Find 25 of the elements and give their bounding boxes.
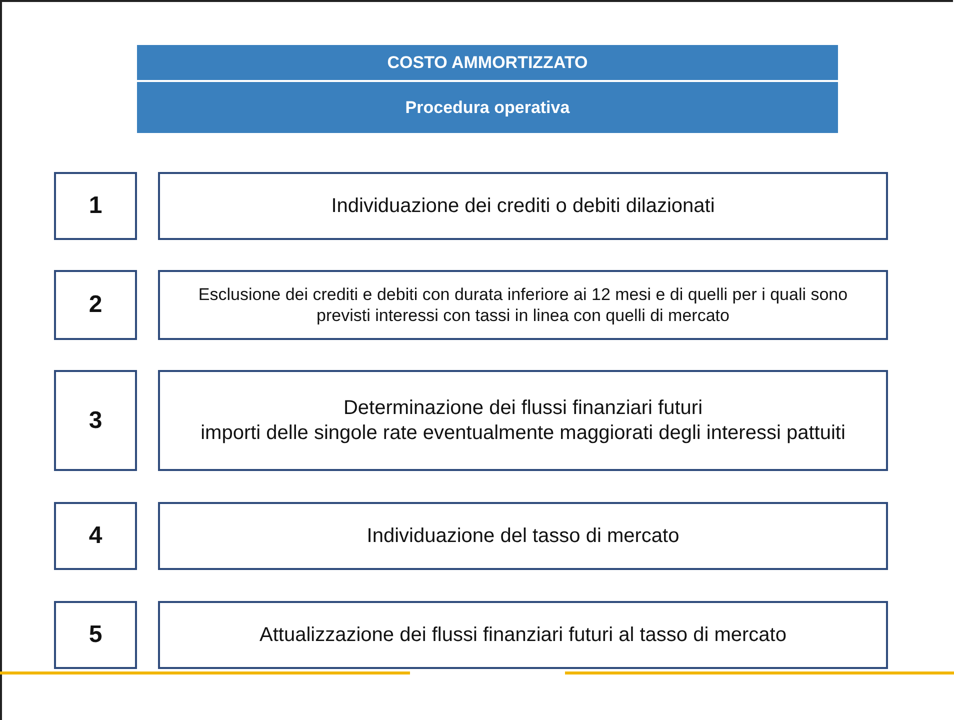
subtitle-band	[137, 82, 838, 133]
step-text: Determinazione dei flussi finanziari futuri	[343, 396, 703, 420]
step-box	[158, 502, 888, 570]
title-text: COSTO AMMORTIZZATO	[387, 52, 588, 72]
step-number-box	[54, 502, 137, 570]
step-box	[158, 172, 888, 240]
title-band	[137, 45, 838, 80]
step-text: Individuazione dei crediti o debiti dilazionati	[331, 194, 715, 218]
step-text: Individuazione del tasso di mercato	[366, 524, 680, 548]
step-detail-text: importi delle singole rate eventualmente maggiorati degli interessi pattuiti	[200, 420, 846, 446]
step-number: 3	[88, 406, 102, 434]
step-text: Attualizzazione dei flussi finanziari futuri al tasso di mercato	[260, 622, 786, 648]
step-text: Esclusione dei crediti e debiti con durata inferiore ai 12 mesi e di quelli per i quali sono previsti interessi con tassi in linea con quelli di mercato	[197, 284, 849, 326]
step-number-box	[54, 270, 137, 340]
step-number: 5	[88, 621, 102, 649]
step-number-box	[54, 370, 137, 471]
subtitle-text: Procedura operativa	[405, 98, 570, 118]
step-box	[158, 270, 888, 340]
step-number-box	[54, 601, 137, 669]
step-number: 2	[88, 291, 102, 319]
step-box	[158, 601, 888, 669]
step-number-box	[54, 172, 137, 240]
step-box	[158, 370, 888, 471]
step-number: 4	[88, 522, 102, 550]
step-number: 1	[88, 192, 102, 220]
